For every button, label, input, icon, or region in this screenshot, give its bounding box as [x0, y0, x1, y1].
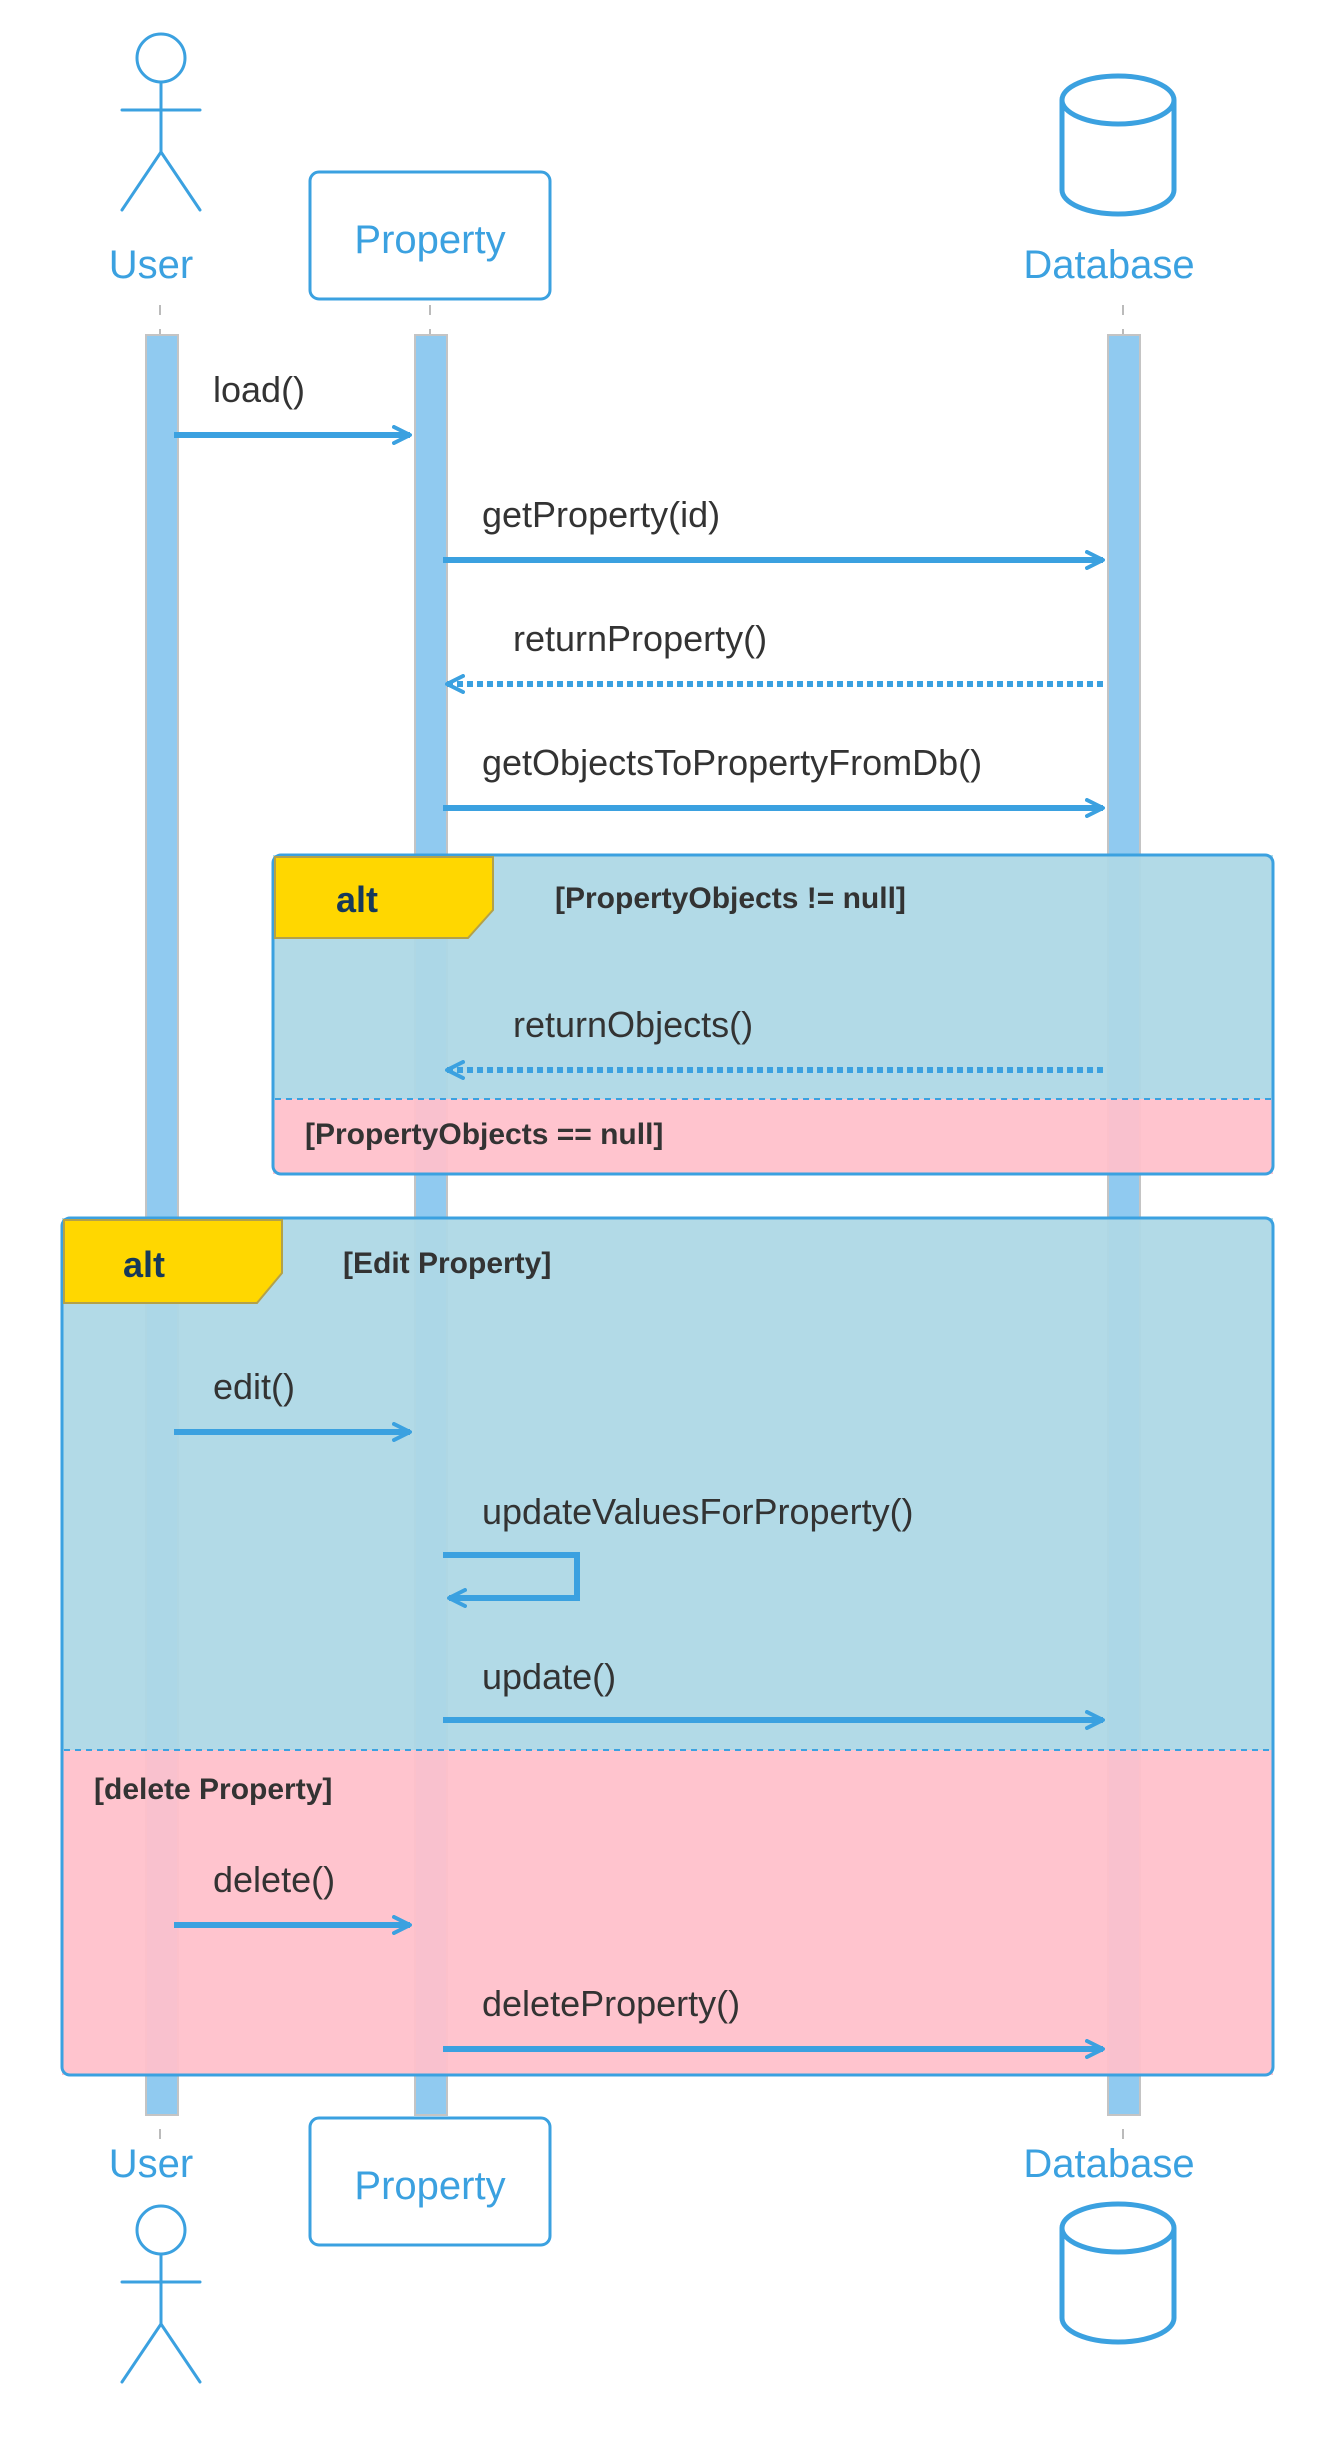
message-update-values-arrow	[443, 1552, 580, 1608]
message-update-values: updateValuesForProperty()	[443, 1491, 914, 1608]
message-load: load()	[174, 369, 412, 445]
property-participant-box-top	[308, 170, 552, 301]
message-return-property-label: returnProperty()	[513, 618, 767, 659]
messages: load() getProperty(id) returnProperty() …	[174, 369, 1105, 2059]
alt-frame-2-top-region	[62, 1218, 1273, 1750]
user-actor-top: User	[109, 32, 202, 287]
alt-frame-property-objects: alt [PropertyObjects != null] [PropertyO…	[271, 853, 1275, 1176]
message-delete-label: delete()	[213, 1859, 335, 1900]
message-get-property-label: getProperty(id)	[482, 494, 720, 535]
database-participant-top: Database	[1023, 73, 1195, 287]
message-update-label: update()	[482, 1656, 616, 1697]
alt-frame-2-guard-top: [Edit Property]	[343, 1247, 551, 1280]
alt-frame-2-bottom-region	[62, 1750, 1273, 2075]
property-participant-label-top: Property	[354, 218, 505, 262]
alt-frame-2-border	[60, 1216, 1275, 2077]
user-actor-bottom: User	[109, 2142, 202, 2384]
property-participant-top: Property	[308, 170, 552, 301]
alt-frame-1-guard-top: [PropertyObjects != null]	[555, 882, 906, 915]
message-delete-property: deleteProperty()	[443, 1983, 1105, 2059]
alt-frame-1-guard-bottom: [PropertyObjects == null]	[305, 1118, 663, 1151]
message-edit: edit()	[174, 1366, 412, 1442]
participants-top: User Property Database	[109, 32, 1195, 301]
alt-frame-2-tag-label: alt	[123, 1244, 165, 1285]
alt-frame-edit-delete: alt [Edit Property] [delete Property]	[60, 1216, 1275, 2077]
database-cylinder-icon	[1059, 73, 1177, 217]
database-participant-label-bottom: Database	[1023, 2142, 1194, 2186]
message-get-objects: getObjectsToPropertyFromDb()	[443, 742, 1105, 818]
property-participant-label-bottom: Property	[354, 2164, 505, 2208]
alt-frame-1-tag-label: alt	[336, 879, 378, 920]
alt-frame-1-tag	[274, 856, 494, 939]
alt-frame-1-bottom-region	[273, 1099, 1273, 1174]
message-get-property: getProperty(id)	[443, 494, 1105, 570]
message-return-objects-label: returnObjects()	[513, 1004, 753, 1045]
database-cylinder-icon	[1059, 2201, 1177, 2345]
stick-figure-actor-icon	[120, 32, 202, 212]
message-edit-label: edit()	[213, 1366, 295, 1407]
property-participant-box-bottom	[308, 2116, 552, 2247]
user-participant-label-bottom: User	[109, 2142, 193, 2186]
message-get-objects-label: getObjectsToPropertyFromDb()	[482, 742, 982, 783]
message-return-property: returnProperty()	[445, 618, 1103, 694]
alt-frame-2-guard-bottom: [delete Property]	[94, 1773, 332, 1806]
property-participant-bottom: Property	[308, 2116, 552, 2247]
database-participant-label-top: Database	[1023, 243, 1194, 287]
participants-bottom: User Property Database	[109, 2116, 1195, 2384]
user-participant-label-top: User	[109, 243, 193, 287]
message-load-label: load()	[213, 369, 305, 410]
alt-frame-2-tag	[63, 1219, 283, 1304]
message-update: update()	[443, 1656, 1105, 1730]
message-delete: delete()	[174, 1859, 412, 1935]
message-delete-property-label: deleteProperty()	[482, 1983, 740, 2024]
stick-figure-actor-icon	[120, 2204, 202, 2384]
database-participant-bottom: Database	[1023, 2142, 1195, 2345]
alt-frame-1-border	[271, 853, 1275, 1176]
message-return-objects: returnObjects()	[445, 1004, 1103, 1080]
message-update-values-label: updateValuesForProperty()	[482, 1491, 914, 1532]
